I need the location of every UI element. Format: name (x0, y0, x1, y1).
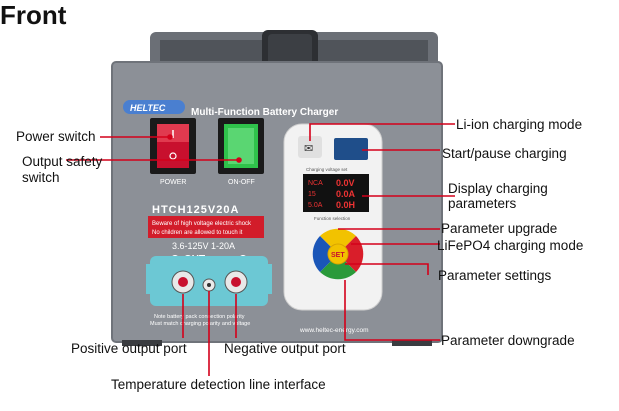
callout-param-downgrade: Parameter downgrade (441, 333, 575, 348)
brand-text: HELTEC (130, 103, 166, 113)
left-button[interactable] (312, 236, 338, 272)
warning-box (148, 216, 264, 238)
callout-negative-port: Negative output port (224, 341, 346, 356)
product-name: Multi-Function Battery Charger (191, 107, 338, 118)
lifepo4-mode-button[interactable] (338, 236, 364, 272)
callout-output-safety-line1: Output safety (22, 154, 103, 169)
lcd-row1-right: 0.0V (336, 178, 355, 188)
callout-display-line2: parameters (448, 196, 517, 211)
leader-lines (66, 123, 455, 376)
brand-logo (123, 100, 185, 114)
lcd-row3-right: 0.0H (336, 200, 355, 210)
start-pause-button[interactable] (334, 138, 368, 160)
lcd-row1-left: NCA (308, 180, 323, 187)
model-label: HTCH125V20A (152, 204, 239, 216)
callout-power-switch: Power switch (16, 129, 96, 144)
parameter-upgrade-button[interactable] (320, 228, 356, 254)
lcd-row2-left: 15 (308, 191, 316, 198)
callout-display-line1: Display charging (448, 181, 548, 196)
callout-param-upgrade: Parameter upgrade (441, 221, 558, 236)
lcd-row3-left: 5.0A (308, 202, 323, 209)
warning-line2: No children are allowed to touch it (152, 230, 243, 236)
note-line1: Note battery pack connection polarity (154, 314, 245, 320)
spec-label: 3.6-125V 1-20A (172, 241, 235, 251)
li-ion-mode-button[interactable] (298, 136, 322, 158)
callout-output-safety-line2: switch (22, 170, 60, 185)
panel-label-top: Charging voltage set (306, 167, 348, 172)
callout-param-settings: Parameter settings (438, 268, 552, 283)
note-line2: Must match charging polarity and voltage (150, 321, 250, 327)
page-title: Front (0, 0, 67, 30)
set-label: SET (331, 252, 345, 259)
parameter-downgrade-button[interactable] (320, 254, 356, 280)
parameter-settings-button[interactable] (327, 243, 349, 265)
panel-label-mid: Function selection (314, 216, 351, 221)
callout-positive-port: Positive output port (71, 341, 187, 356)
lcd-display (303, 174, 369, 212)
svg-text:✉: ✉ (304, 143, 313, 155)
website-label: www.heltec-energy.com (299, 327, 369, 334)
callout-temperature: Temperature detection line interface (111, 377, 326, 392)
callout-li-ion: Li-ion charging mode (456, 117, 583, 132)
lcd-row2-right: 0.0A (336, 189, 356, 199)
callout-lifepo4: LiFePO4 charging mode (437, 238, 584, 253)
power-label: POWER (160, 179, 186, 186)
warning-line1: Beware of high voltage electric shock (152, 221, 252, 227)
onoff-label: ON-OFF (228, 179, 255, 186)
callout-start-pause: Start/pause charging (442, 146, 567, 161)
